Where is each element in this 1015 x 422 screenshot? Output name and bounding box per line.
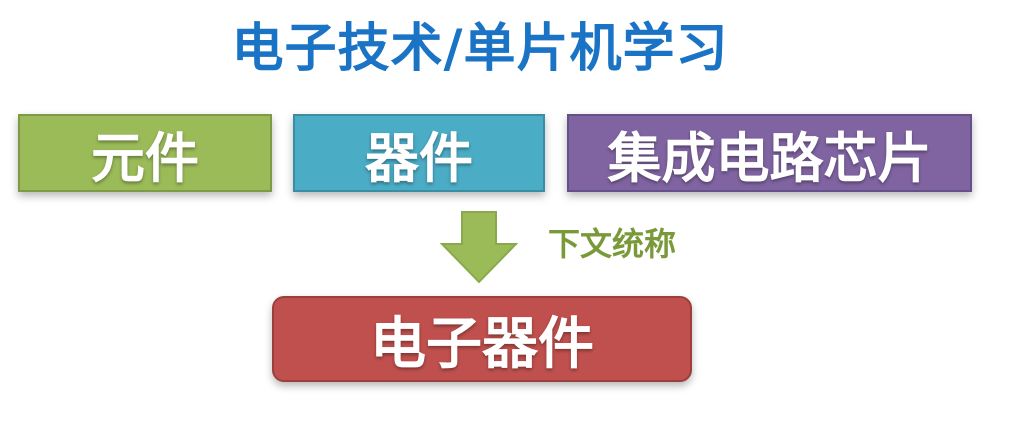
down-arrow-icon (440, 211, 518, 284)
category-label-devices: 器件 (365, 126, 473, 190)
category-label-ic-chips: 集成电路芯片 (607, 126, 932, 190)
result-box-electronic-devices: 电子器件 (272, 296, 692, 382)
category-box-devices: 器件 (293, 114, 545, 192)
category-label-components: 元件 (91, 126, 199, 190)
category-box-ic-chips: 集成电路芯片 (567, 114, 972, 192)
page-title: 电子技术/单片机学习 (231, 19, 729, 79)
category-box-components: 元件 (18, 114, 272, 192)
arrow-note: 下文统称 (548, 225, 677, 263)
result-label: 电子器件 (370, 311, 594, 377)
